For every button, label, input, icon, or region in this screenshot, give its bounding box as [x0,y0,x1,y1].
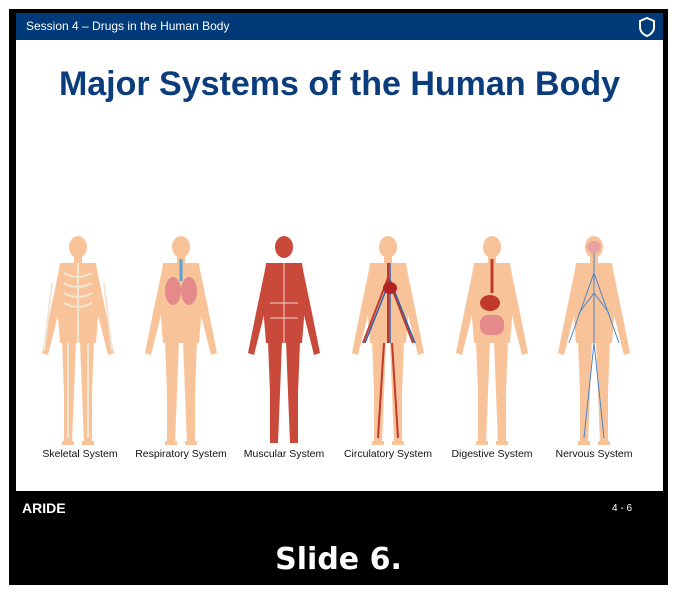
slide: Session 4 – Drugs in the Human Body Majo… [16,13,663,491]
lungs-figure [145,236,217,445]
muscular-label: Muscular System [224,448,344,460]
digestive-figure [456,236,528,445]
slide-title: Major Systems of the Human Body [16,65,663,104]
muscle-figure [248,236,320,443]
session-title: Session 4 – Drugs in the Human Body [26,19,229,33]
slide-caption: Slide 6. [0,542,677,577]
circulatory-figure [352,236,424,445]
nervous-label: Nervous System [534,448,654,460]
body-figures [16,213,663,453]
aride-brand: ARIDE [22,500,66,516]
header-bar: Session 4 – Drugs in the Human Body [16,13,663,40]
nerves-figure [558,236,630,445]
respiratory-label: Respiratory System [121,448,241,460]
skeleton-figure [42,236,114,445]
page-number: 4 - 6 [612,503,632,514]
shield-icon [637,16,657,38]
circulatory-label: Circulatory System [328,448,448,460]
